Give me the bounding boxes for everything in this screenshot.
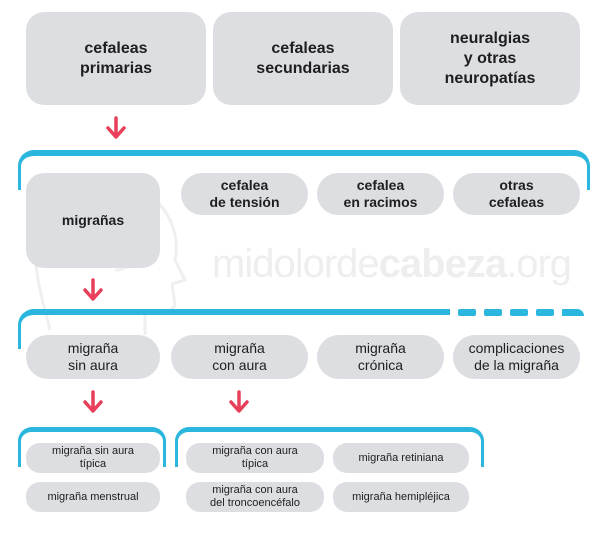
migrana-menstrual-box: migraña menstrual [26, 482, 160, 512]
neuralgias-box: neuralgias y otras neuropatías [400, 12, 580, 105]
migrana-cronica-label: migraña crónica [355, 340, 406, 373]
band-dash [458, 309, 476, 316]
otras-cefaleas-label: otras cefaleas [488, 177, 545, 210]
sin-aura-band [18, 427, 166, 467]
band-dash [484, 309, 502, 316]
migrana-retiniana-box: migraña retiniana [333, 443, 469, 473]
con-aura-band [175, 427, 484, 467]
migrana-troncoencefalo-label: migraña con aura del troncoencéfalo [210, 484, 300, 509]
migrana-troncoencefalo-box: migraña con aura del troncoencéfalo [186, 482, 324, 512]
migrana-sin-aura-tipica-box: migraña sin aura típica [26, 443, 160, 473]
watermark-text: midolordecabeza.org [212, 242, 572, 286]
migranas-label: migrañas [61, 212, 125, 228]
neuralgias-label: neuralgias y otras neuropatías [444, 29, 536, 87]
complicaciones-label: complicaciones de la migraña [468, 340, 565, 373]
band-dash [536, 309, 554, 316]
cefalea-tension-box: cefalea de tensión [181, 173, 308, 215]
migrana-retiniana-label: migraña retiniana [358, 451, 444, 464]
migrana-sin-aura-label: migraña sin aura [67, 340, 119, 373]
migrana-cronica-box: migraña crónica [317, 335, 444, 379]
complicaciones-box: complicaciones de la migraña [453, 335, 580, 379]
migrana-menstrual-label: migraña menstrual [47, 490, 139, 503]
cefaleas-primarias-box: cefaleas primarias [26, 12, 206, 105]
primarias-band [18, 150, 590, 190]
migrana-con-aura-tipica-box: migraña con aura típica [186, 443, 324, 473]
migrana-con-aura-label: migraña con aura [212, 340, 267, 373]
cefalea-racimos-label: cefalea en racimos [343, 177, 418, 210]
migrana-hemiplejica-label: migraña hemipléjica [352, 490, 450, 503]
cefalea-racimos-box: cefalea en racimos [317, 173, 444, 215]
migrana-sin-aura-tipica-label: migraña sin aura típica [52, 445, 134, 470]
cefalea-tension-label: cefalea de tensión [209, 177, 280, 210]
arrow-down-icon [83, 278, 103, 301]
band-dash [510, 309, 528, 316]
otras-cefaleas-box: otras cefaleas [453, 173, 580, 215]
cefaleas-secundarias-label: cefaleas secundarias [256, 39, 350, 77]
arrow-down-icon [229, 390, 249, 413]
migranas-box: migrañas [26, 173, 160, 268]
arrow-down-icon [106, 116, 126, 139]
cefaleas-primarias-label: cefaleas primarias [79, 39, 153, 77]
migranas-band [18, 309, 450, 349]
migrana-sin-aura-box: migraña sin aura [26, 335, 160, 379]
cefaleas-secundarias-box: cefaleas secundarias [213, 12, 393, 105]
migrana-con-aura-tipica-label: migraña con aura típica [212, 445, 298, 470]
arrow-down-icon [83, 390, 103, 413]
migrana-hemiplejica-box: migraña hemipléjica [333, 482, 469, 512]
band-dash [562, 309, 584, 316]
migrana-con-aura-box: migraña con aura [171, 335, 308, 379]
